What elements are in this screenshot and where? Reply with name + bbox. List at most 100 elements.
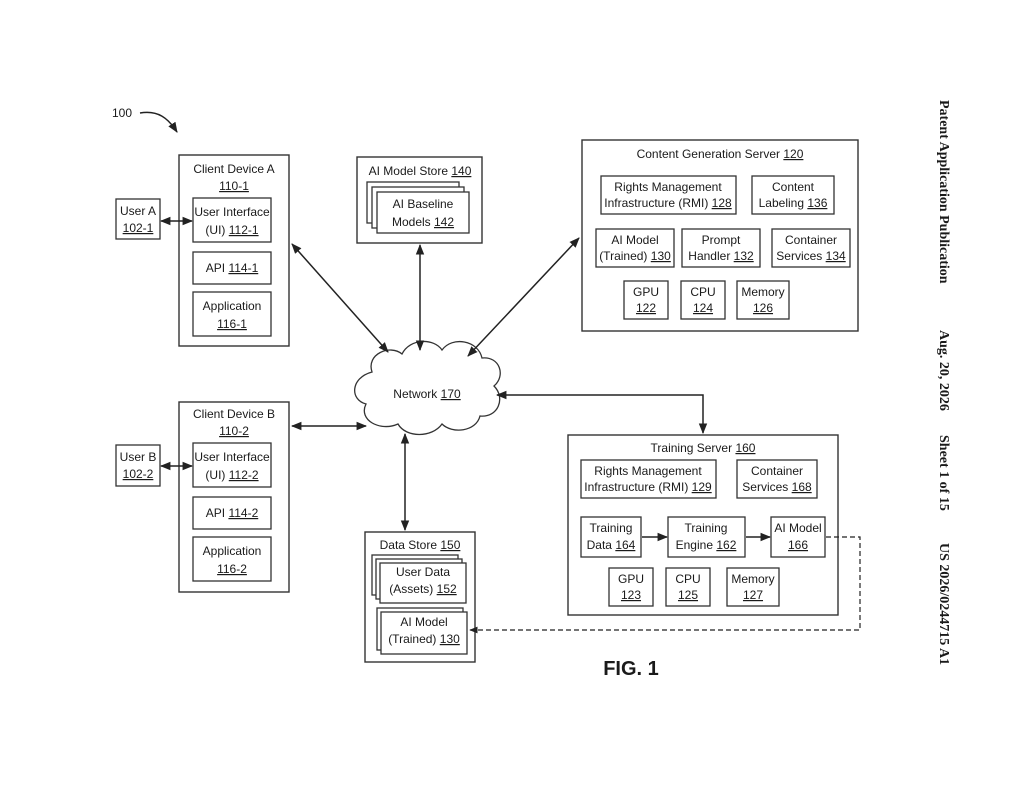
ai-model-trained-130-ds: AI Model (Trained) 130 [377, 608, 467, 654]
prompt-handler-132: Prompt Handler 132 [682, 229, 760, 267]
svg-text:Rights Management: Rights Management [594, 464, 702, 478]
svg-text:(Trained) 130: (Trained) 130 [599, 249, 671, 263]
memory-126: Memory 126 [737, 281, 789, 319]
svg-text:Training Server 160: Training Server 160 [651, 441, 756, 455]
figure-reference-100: 100 [112, 106, 177, 132]
content-generation-server-120: Content Generation Server 120 Rights Man… [582, 140, 858, 331]
ai-model-166: AI Model 166 [771, 517, 825, 557]
client-a-network-link [292, 244, 388, 352]
svg-text:(Trained) 130: (Trained) 130 [388, 632, 460, 646]
container-services-134: Container Services 134 [772, 229, 850, 267]
svg-text:Content: Content [772, 180, 815, 194]
svg-text:Engine 162: Engine 162 [676, 538, 737, 552]
svg-text:GPU: GPU [618, 572, 644, 586]
svg-text:CPU: CPU [690, 285, 715, 299]
api-114-1: API 114-1 [193, 252, 271, 284]
rmi-129: Rights Management Infrastructure (RMI) 1… [581, 460, 716, 498]
svg-text:Patent Application Publication: Patent Application Publication [936, 100, 951, 284]
api-114-2: API 114-2 [193, 497, 271, 529]
svg-text:Sheet 1 of 15: Sheet 1 of 15 [936, 435, 951, 511]
application-116-1: Application 116-1 [193, 292, 271, 336]
gpu-123: GPU 123 [609, 568, 653, 606]
figure-caption: FIG. 1 [603, 658, 659, 680]
svg-text:122: 122 [636, 301, 656, 315]
svg-text:Content Generation Server 120: Content Generation Server 120 [637, 147, 804, 161]
svg-text:100: 100 [112, 106, 132, 120]
svg-text:User Interface: User Interface [194, 205, 270, 219]
svg-text:User Data: User Data [396, 565, 450, 579]
svg-text:Application: Application [203, 544, 262, 558]
svg-text:124: 124 [693, 301, 713, 315]
svg-text:AI Model: AI Model [400, 615, 447, 629]
svg-text:110-2: 110-2 [219, 424, 249, 438]
svg-text:AI Model Store 140: AI Model Store 140 [369, 164, 472, 178]
ai-model-trained-130-cgs: AI Model (Trained) 130 [596, 229, 674, 267]
svg-text:Infrastructure (RMI) 128: Infrastructure (RMI) 128 [604, 196, 732, 210]
content-labeling-136: Content Labeling 136 [752, 176, 834, 214]
rmi-128: Rights Management Infrastructure (RMI) 1… [601, 176, 736, 214]
svg-text:166: 166 [788, 538, 808, 552]
user-interface-112-2: User Interface (UI) 112-2 [193, 443, 271, 487]
svg-text:110-1: 110-1 [219, 179, 249, 193]
svg-text:Labeling 136: Labeling 136 [759, 196, 828, 210]
container-services-168: Container Services 168 [737, 460, 817, 498]
svg-text:API 114-2: API 114-2 [206, 506, 259, 520]
svg-text:US 2026/0244715 A1: US 2026/0244715 A1 [936, 543, 951, 665]
svg-text:(UI) 112-2: (UI) 112-2 [205, 468, 258, 482]
svg-text:AI Model: AI Model [611, 233, 658, 247]
ai-baseline-models-142: AI Baseline Models 142 [367, 182, 469, 233]
svg-text:126: 126 [753, 301, 773, 315]
svg-text:Models 142: Models 142 [392, 215, 454, 229]
svg-text:AI Baseline: AI Baseline [393, 197, 454, 211]
svg-text:(UI) 112-1: (UI) 112-1 [205, 223, 258, 237]
svg-text:Prompt: Prompt [702, 233, 741, 247]
svg-text:Container: Container [785, 233, 837, 247]
memory-127: Memory 127 [727, 568, 779, 606]
svg-text:CPU: CPU [675, 572, 700, 586]
svg-text:User B: User B [120, 450, 157, 464]
cpu-125: CPU 125 [666, 568, 710, 606]
svg-text:116-1: 116-1 [217, 317, 247, 331]
page-header-vertical: Patent Application Publication Aug. 20, … [936, 100, 951, 665]
svg-text:Aug. 20, 2026: Aug. 20, 2026 [936, 330, 951, 411]
svg-text:127: 127 [743, 588, 763, 602]
svg-text:Data Store 150: Data Store 150 [380, 538, 461, 552]
svg-text:User A: User A [120, 204, 156, 218]
application-116-2: Application 116-2 [193, 537, 271, 581]
svg-text:Rights Management: Rights Management [614, 180, 722, 194]
user-b-102-2: User B 102-2 [116, 445, 160, 486]
svg-text:Handler 132: Handler 132 [688, 249, 754, 263]
svg-text:Network 170: Network 170 [393, 387, 461, 401]
client-device-b: Client Device B 110-2 User Interface (UI… [179, 402, 289, 592]
svg-text:116-2: 116-2 [217, 562, 247, 576]
svg-text:Services 168: Services 168 [742, 480, 812, 494]
svg-text:API 114-1: API 114-1 [206, 261, 259, 275]
svg-text:Services 134: Services 134 [776, 249, 846, 263]
cpu-124: CPU 124 [681, 281, 725, 319]
network-training-server-link [497, 395, 703, 433]
svg-text:User Interface: User Interface [194, 450, 270, 464]
svg-text:Application: Application [203, 299, 262, 313]
svg-text:102-1: 102-1 [123, 221, 154, 235]
svg-text:Training: Training [590, 521, 633, 535]
svg-text:Infrastructure (RMI) 129: Infrastructure (RMI) 129 [584, 480, 712, 494]
svg-text:123: 123 [621, 588, 641, 602]
client-device-a: Client Device A 110-1 User Interface (UI… [179, 155, 289, 346]
svg-text:Memory: Memory [741, 285, 784, 299]
user-interface-112-1: User Interface (UI) 112-1 [193, 198, 271, 242]
svg-text:Client Device A: Client Device A [193, 162, 274, 176]
network-170: Network 170 [355, 341, 501, 434]
training-data-164: Training Data 164 [581, 517, 641, 557]
svg-text:AI Model: AI Model [774, 521, 821, 535]
svg-text:Container: Container [751, 464, 803, 478]
svg-text:Memory: Memory [731, 572, 774, 586]
training-server-160: Training Server 160 Rights Management In… [568, 435, 838, 615]
svg-text:Client Device B: Client Device B [193, 407, 275, 421]
svg-text:125: 125 [678, 588, 698, 602]
svg-text:GPU: GPU [633, 285, 659, 299]
svg-text:102-2: 102-2 [123, 467, 154, 481]
ai-model-store-140: AI Model Store 140 AI Baseline Models 14… [357, 157, 482, 243]
user-a-102-1: User A 102-1 [116, 199, 160, 239]
user-data-assets-152: User Data (Assets) 152 [372, 555, 466, 603]
